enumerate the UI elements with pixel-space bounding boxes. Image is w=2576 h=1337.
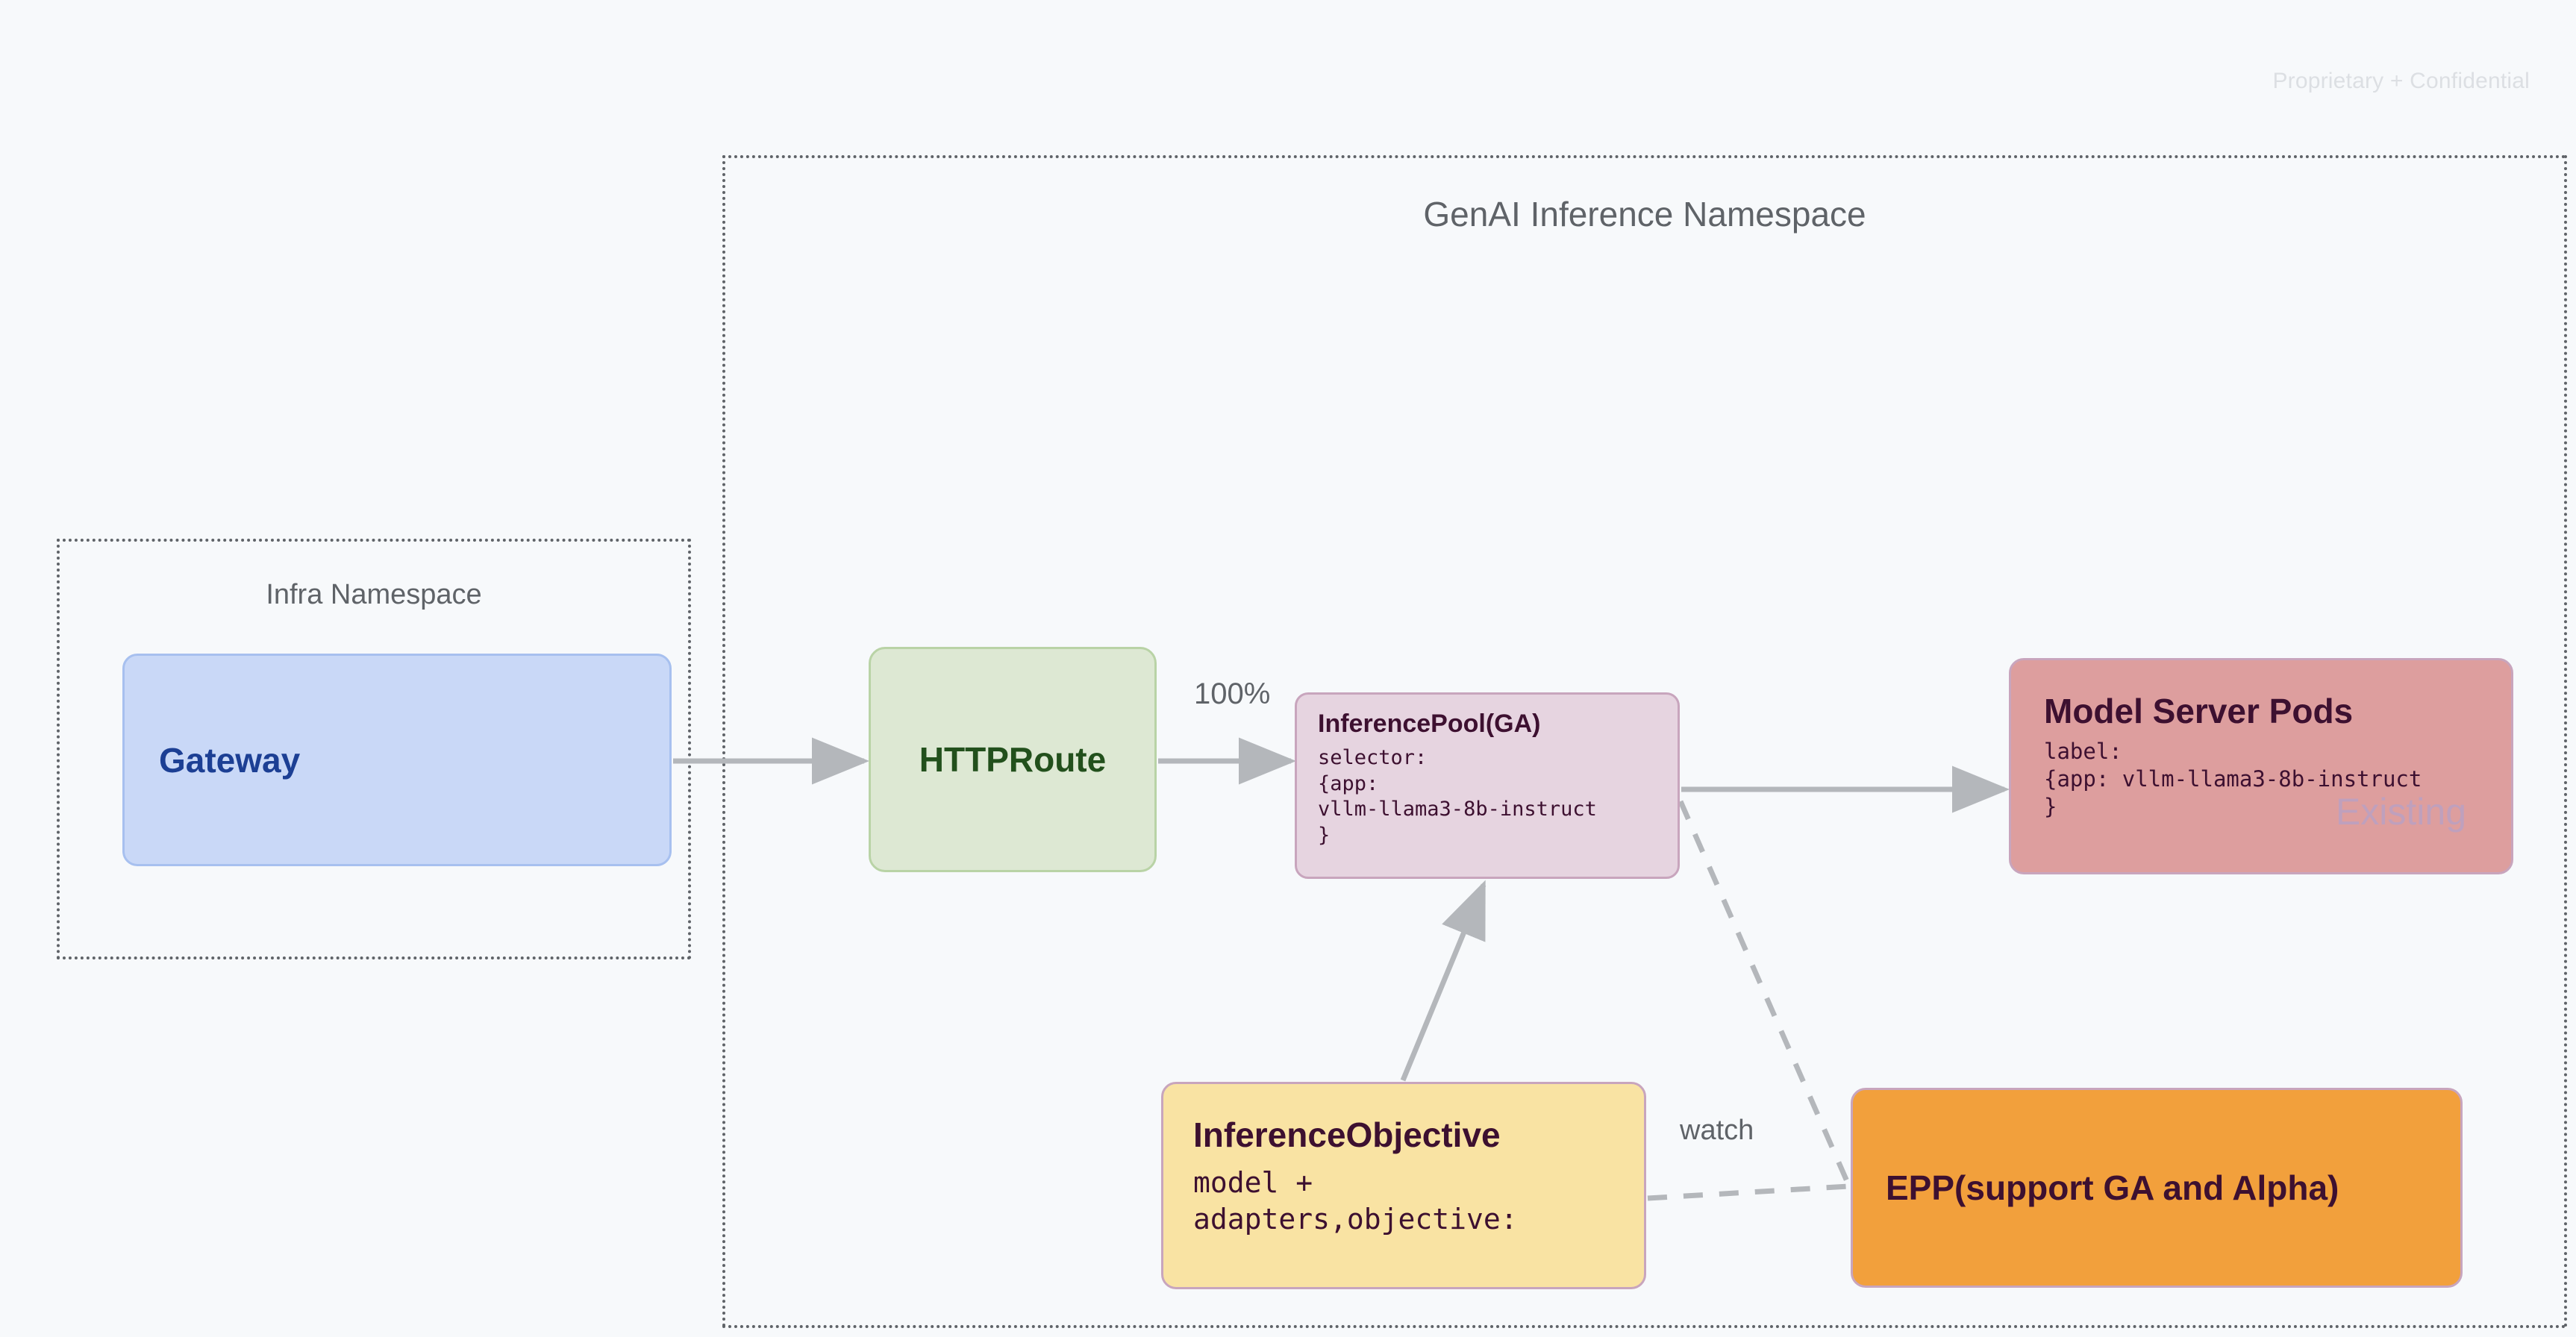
node-inference-objective-title: InferenceObjective xyxy=(1193,1115,1501,1154)
node-inferencepool-selector: selector: {app: vllm-llama3-8b-instruct … xyxy=(1318,746,1597,847)
edge-label-traffic-weight: 100% xyxy=(1194,677,1271,710)
node-gateway[interactable]: Gateway xyxy=(122,654,672,866)
node-httproute[interactable]: HTTPRoute xyxy=(869,647,1157,872)
node-epp[interactable]: EPP(support GA and Alpha) xyxy=(1851,1088,2463,1288)
namespace-genai-title: GenAI Inference Namespace xyxy=(1423,195,1866,234)
node-model-server-pods-title: Model Server Pods xyxy=(2044,692,2354,730)
confidential-notice: Proprietary + Confidential xyxy=(2272,69,2530,93)
namespace-infra: Infra Namespace xyxy=(57,539,691,959)
node-inferencepool[interactable]: InferencePool(GA) selector: {app: vllm-l… xyxy=(1295,692,1680,879)
node-inferencepool-title: InferencePool(GA) xyxy=(1318,710,1541,738)
namespace-infra-title: Infra Namespace xyxy=(266,579,482,610)
namespace-genai-inference: GenAI Inference Namespace xyxy=(722,155,2567,1328)
node-model-server-pods[interactable]: Model Server Pods label: {app: vllm-llam… xyxy=(2009,658,2513,874)
existing-watermark: Existing xyxy=(2335,791,2466,833)
node-inference-objective-spec: model + adapters,objective: xyxy=(1193,1166,1518,1236)
node-model-server-pods-label: label: {app: vllm-llama3-8b-instruct } xyxy=(2044,739,2422,820)
node-httproute-title: HTTPRoute xyxy=(919,739,1107,779)
edge-label-watch: watch xyxy=(1680,1115,1754,1146)
node-epp-title: EPP(support GA and Alpha) xyxy=(1886,1168,2339,1207)
node-gateway-title: Gateway xyxy=(159,740,301,780)
node-inference-objective[interactable]: InferenceObjective model + adapters,obje… xyxy=(1161,1082,1646,1289)
